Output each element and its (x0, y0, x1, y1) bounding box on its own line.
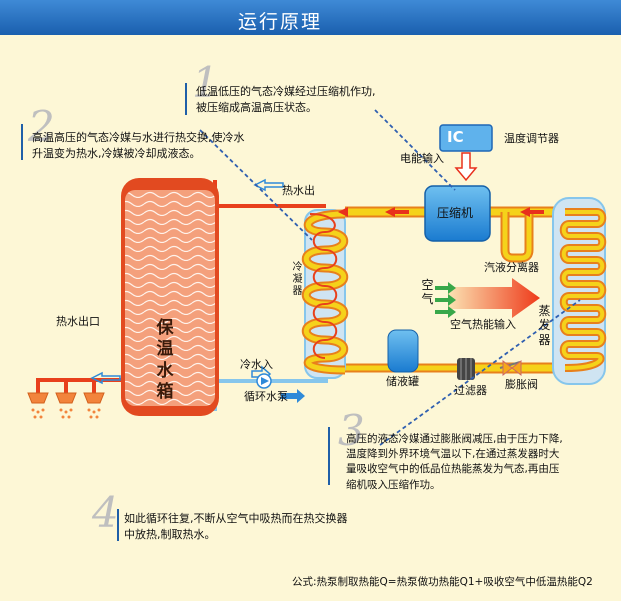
air-label: 空气 (421, 278, 434, 307)
condenser-label: 冷凝器 (292, 262, 303, 297)
note-number-3: 3 (338, 406, 365, 455)
filter-label: 过滤器 (454, 384, 487, 397)
power-input-label: 电能输入 (400, 152, 444, 165)
separator-label: 汽液分离器 (484, 261, 539, 274)
formula-band (0, 568, 621, 601)
air-energy-input-label: 空气热能输入 (450, 318, 516, 331)
filter-shape (457, 358, 475, 380)
note-number-1: 1 (192, 58, 219, 107)
expansion-valve-label: 膨胀阀 (505, 378, 538, 391)
condenser-coil (301, 209, 349, 379)
flow-arrows (338, 207, 544, 217)
water-drops (31, 408, 101, 419)
note-3-text: 高压的液态冷媒通过膨胀阀减压,由于压力下降, 温度降到外界环境气温以下,在通过蒸… (346, 433, 563, 491)
leader-lines (199, 109, 581, 446)
formula-text: 公式:热泵制取热能Q=热泵做功热能Q1+吸收空气中低温热能Q2 (292, 576, 593, 588)
ic-arrow (454, 152, 478, 182)
note-number-4: 4 (92, 488, 119, 537)
note-1-text: 低温低压的气态冷媒经过压缩机作功, 被压缩成高温高压状态。 (196, 85, 376, 114)
cold-water-in-label: 冷水入 (240, 358, 273, 371)
page-title: 运行原理 (238, 11, 323, 33)
hot-water-out-label: 热水出 (282, 184, 315, 197)
receiver-tank (387, 329, 419, 373)
note-4-text: 如此循环往复,不断从空气中吸热而在热交换器 中放热,制取热水。 (124, 512, 348, 541)
tank-label: 保温水箱 (156, 318, 174, 402)
expansion-valve-shape (499, 359, 522, 377)
header-bar (0, 0, 621, 35)
evaporator-coil (552, 197, 607, 385)
note-brackets (21, 83, 330, 541)
ic-box (439, 124, 493, 152)
thermostat-label: 温度调节器 (504, 132, 559, 145)
circulation-pump-label: 循环水泵 (244, 390, 288, 403)
evaporator-label: 蒸发器 (538, 304, 551, 347)
outlet-pipe (36, 378, 121, 393)
air-arrows (435, 282, 456, 318)
water-tank (121, 178, 219, 416)
shower-heads (27, 392, 105, 404)
compressor-label: 压缩机 (437, 206, 474, 220)
hot-water-outlet-label: 热水出口 (56, 315, 100, 328)
separator-utube (500, 212, 534, 263)
compressor-box (424, 185, 491, 242)
receiver-label: 储液罐 (386, 375, 419, 388)
ic-label: IC (447, 128, 464, 146)
note-2-text: 高温高压的气态冷媒与水进行热交换,使冷水 升温变为热水,冷媒被冷却成液态。 (32, 131, 245, 160)
air-energy-arrow (448, 278, 540, 318)
note-number-2: 2 (28, 102, 55, 151)
